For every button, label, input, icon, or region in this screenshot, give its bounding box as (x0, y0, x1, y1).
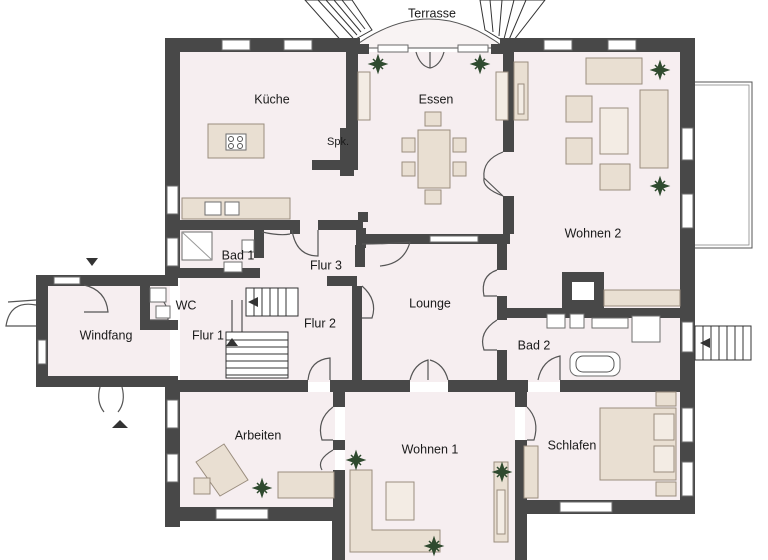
room-label-lounge: Lounge (409, 296, 451, 310)
room-label-flur1: Flur 1 (192, 328, 224, 342)
bath1-fixtures (149, 231, 255, 319)
dining-furniture (357, 71, 509, 205)
room-label-windfang: Windfang (80, 328, 133, 342)
terrace-stair-right (479, 0, 546, 46)
room-label-kueche: Küche (254, 92, 289, 106)
room-label-flur2: Flur 2 (304, 316, 336, 330)
windows (37, 39, 694, 520)
room-label-terrasse: Terrasse (408, 6, 456, 20)
entrance-arrow-bottom (112, 420, 128, 428)
living2-furniture (513, 57, 681, 307)
interior-stairs (225, 287, 299, 379)
room-label-bad2: Bad 2 (518, 338, 551, 352)
kitchen-furniture (181, 123, 291, 220)
entrance-arrow-top (86, 258, 98, 266)
room-label-schlafen: Schlafen (548, 438, 597, 452)
room-label-essen: Essen (419, 92, 454, 106)
room-label-wohnen1: Wohnen 1 (402, 442, 459, 456)
office-furniture (193, 443, 335, 499)
terrace-area (304, 0, 546, 49)
balcony (687, 81, 753, 249)
terrace-stair-left (304, 0, 373, 46)
bath2-fixtures (546, 313, 661, 377)
room-label-spk: Spk. (327, 136, 349, 148)
plants (251, 53, 671, 557)
room-label-wc: WC (176, 298, 197, 312)
room-label-bad1: Bad 1 (222, 248, 255, 262)
room-label-flur3: Flur 3 (310, 258, 342, 272)
bedroom-furniture (523, 391, 677, 499)
outdoor-stair-right (694, 325, 752, 361)
living1-furniture (349, 461, 509, 553)
room-label-wohnen2: Wohnen 2 (565, 226, 622, 240)
room-label-arbeiten: Arbeiten (235, 428, 282, 442)
